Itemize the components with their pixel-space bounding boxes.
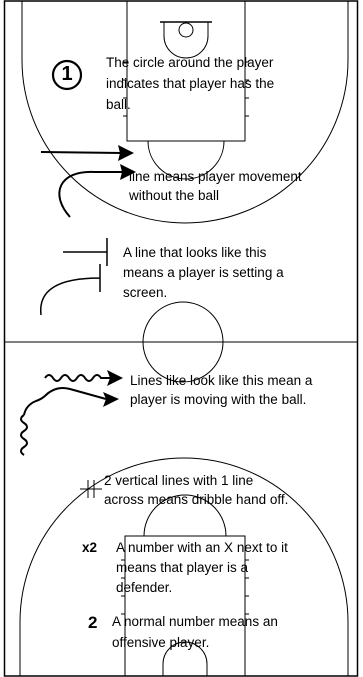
defender-text-line-3: defender. <box>116 580 173 595</box>
three-point-arc-top <box>21 1 349 224</box>
center-circle <box>142 301 224 383</box>
screen-text-line-3: screen. <box>123 285 168 300</box>
hoop-top <box>178 22 194 38</box>
offense-symbol: 2 <box>88 613 98 632</box>
free-throw-circle-top <box>147 140 225 180</box>
arrowheads-movement <box>118 145 136 180</box>
screen-text-line-1: A line that looks like this <box>123 245 267 260</box>
arrowheads-dribble <box>103 370 123 407</box>
lane-marks-top <box>123 61 249 117</box>
defender-symbol: x2 <box>82 540 98 555</box>
defender-text-line-1: A number with an X next to it <box>116 540 288 555</box>
handoff-symbol <box>80 480 102 498</box>
offense-text-line-2: offensive player. <box>112 635 210 650</box>
restricted-arc-top <box>163 22 209 59</box>
free-throw-circle-bottom <box>143 494 227 537</box>
paint-lane-top <box>126 1 246 142</box>
handoff-text-line-2: across means dribble hand off. <box>104 492 289 507</box>
handoff-text-line-1: 2 vertical lines with 1 line <box>104 473 254 488</box>
movement-text-line-1: line means player movement <box>129 169 302 184</box>
ball-holder-text-line-2: indicates that player has the <box>106 76 275 91</box>
ball-holder-text-line-1: The circle around the player <box>106 55 274 70</box>
ball-holder-circle <box>51 59 83 91</box>
screen-symbol <box>40 238 108 316</box>
movement-text-line-2: without the ball <box>129 188 220 203</box>
dribble-symbol <box>20 374 112 456</box>
ball-holder-text-line-3: ball. <box>106 97 131 112</box>
ball-holder-number: 1 <box>61 63 73 85</box>
offense-text-line-1: A normal number means an <box>112 614 278 629</box>
defender-text-line-2: means that player is a <box>116 560 249 575</box>
dribble-text-line-2: player is moving with the ball. <box>130 392 307 407</box>
three-point-arc-bottom <box>19 457 349 676</box>
restricted-arc-bottom <box>162 641 208 676</box>
dribble-text-line-1: Lines like look like this mean a <box>130 373 313 388</box>
paint-lane-bottom <box>124 535 246 676</box>
screen-text-line-2: means a player is setting a <box>123 265 284 280</box>
movement-arrow-symbol <box>40 151 124 218</box>
lane-marks-bottom <box>121 559 249 615</box>
